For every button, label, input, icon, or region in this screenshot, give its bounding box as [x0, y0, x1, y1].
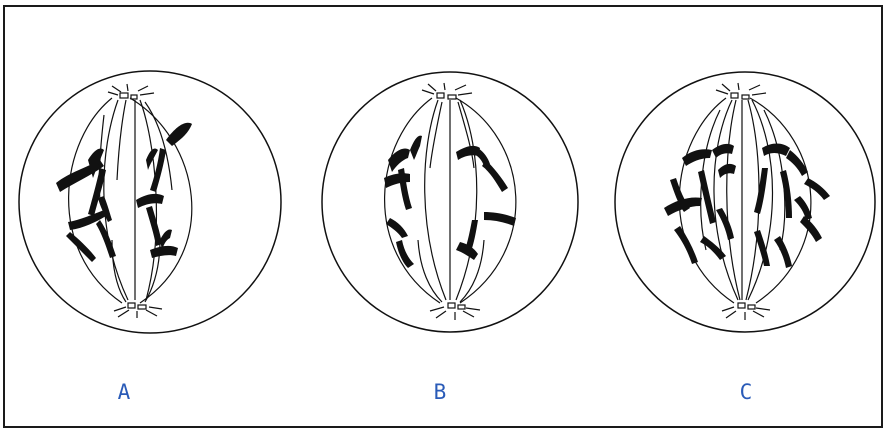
cell-b-top-centrosome	[422, 83, 472, 99]
cell-b-bottom-centrosome	[430, 303, 480, 320]
cell-a-chromosomes-left	[56, 148, 116, 262]
cell-a-spindle	[69, 98, 192, 303]
cell-c	[615, 72, 875, 332]
cell-a-bottom-centrosome	[114, 303, 162, 318]
cell-b-chromosomes-right	[456, 146, 516, 260]
figure-frame	[4, 6, 882, 427]
cell-c-chromosomes-right	[754, 144, 830, 269]
panel-label-b: B	[420, 380, 460, 404]
cell-a	[19, 71, 281, 333]
cell-a-top-centrosome	[108, 84, 154, 99]
cell-c-top-centrosome	[716, 83, 766, 99]
cell-b	[322, 72, 578, 332]
cell-b-chromosomes-left	[384, 136, 422, 268]
cell-c-membrane	[615, 72, 875, 332]
panel-label-c: C	[726, 380, 766, 404]
cell-c-bottom-centrosome	[722, 303, 770, 320]
panel-label-a: A	[104, 380, 144, 404]
cell-c-chromosomes-left	[664, 144, 736, 264]
